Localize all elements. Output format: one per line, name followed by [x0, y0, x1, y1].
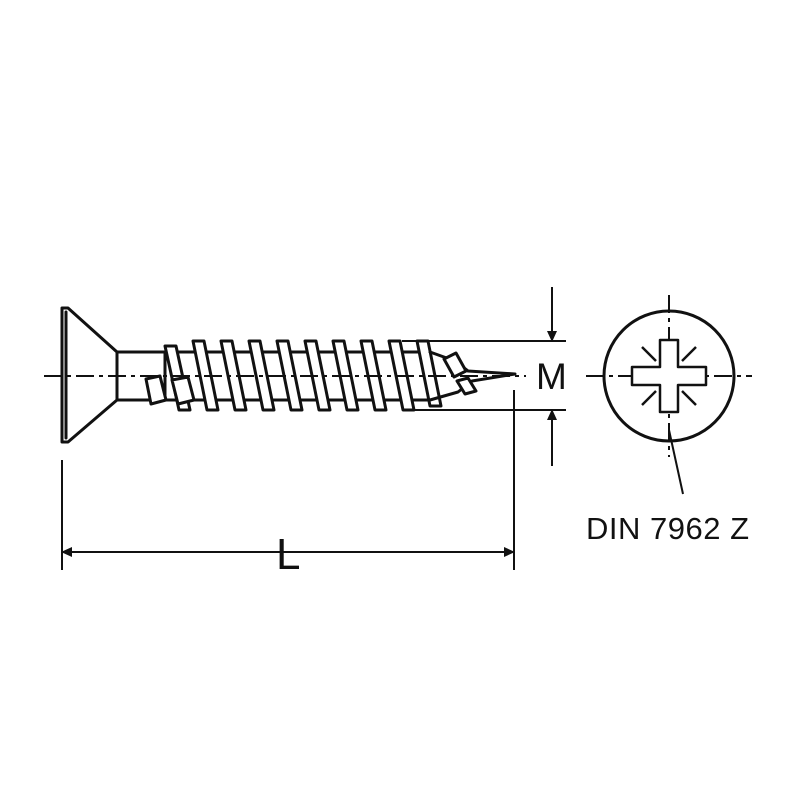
pozidriv-mark	[641, 346, 657, 362]
length-dimension	[61, 390, 515, 570]
thread-root-lower	[144, 374, 168, 406]
pozidriv-mark	[681, 390, 697, 406]
thread-crest	[275, 339, 304, 412]
thread-crest	[219, 339, 248, 412]
thread-root-lower	[170, 375, 196, 406]
head-outline	[602, 309, 736, 443]
standard-leader-line	[668, 429, 684, 495]
pozidriv-marks	[641, 346, 697, 406]
screw-head-top-view	[602, 309, 736, 495]
thread-crest	[415, 339, 443, 408]
pozidriv-recess	[630, 338, 708, 414]
pozidriv-mark	[641, 390, 657, 406]
screw-side-view	[60, 306, 517, 444]
pozidriv-mark	[681, 346, 697, 362]
tip-thread-turn	[455, 376, 478, 396]
standard-label: DIN 7962 Z	[586, 511, 750, 546]
length-label: L	[276, 530, 301, 579]
tip-thread-turn	[442, 351, 468, 379]
diameter-label: M	[536, 356, 567, 397]
diameter-dimension	[402, 287, 566, 466]
